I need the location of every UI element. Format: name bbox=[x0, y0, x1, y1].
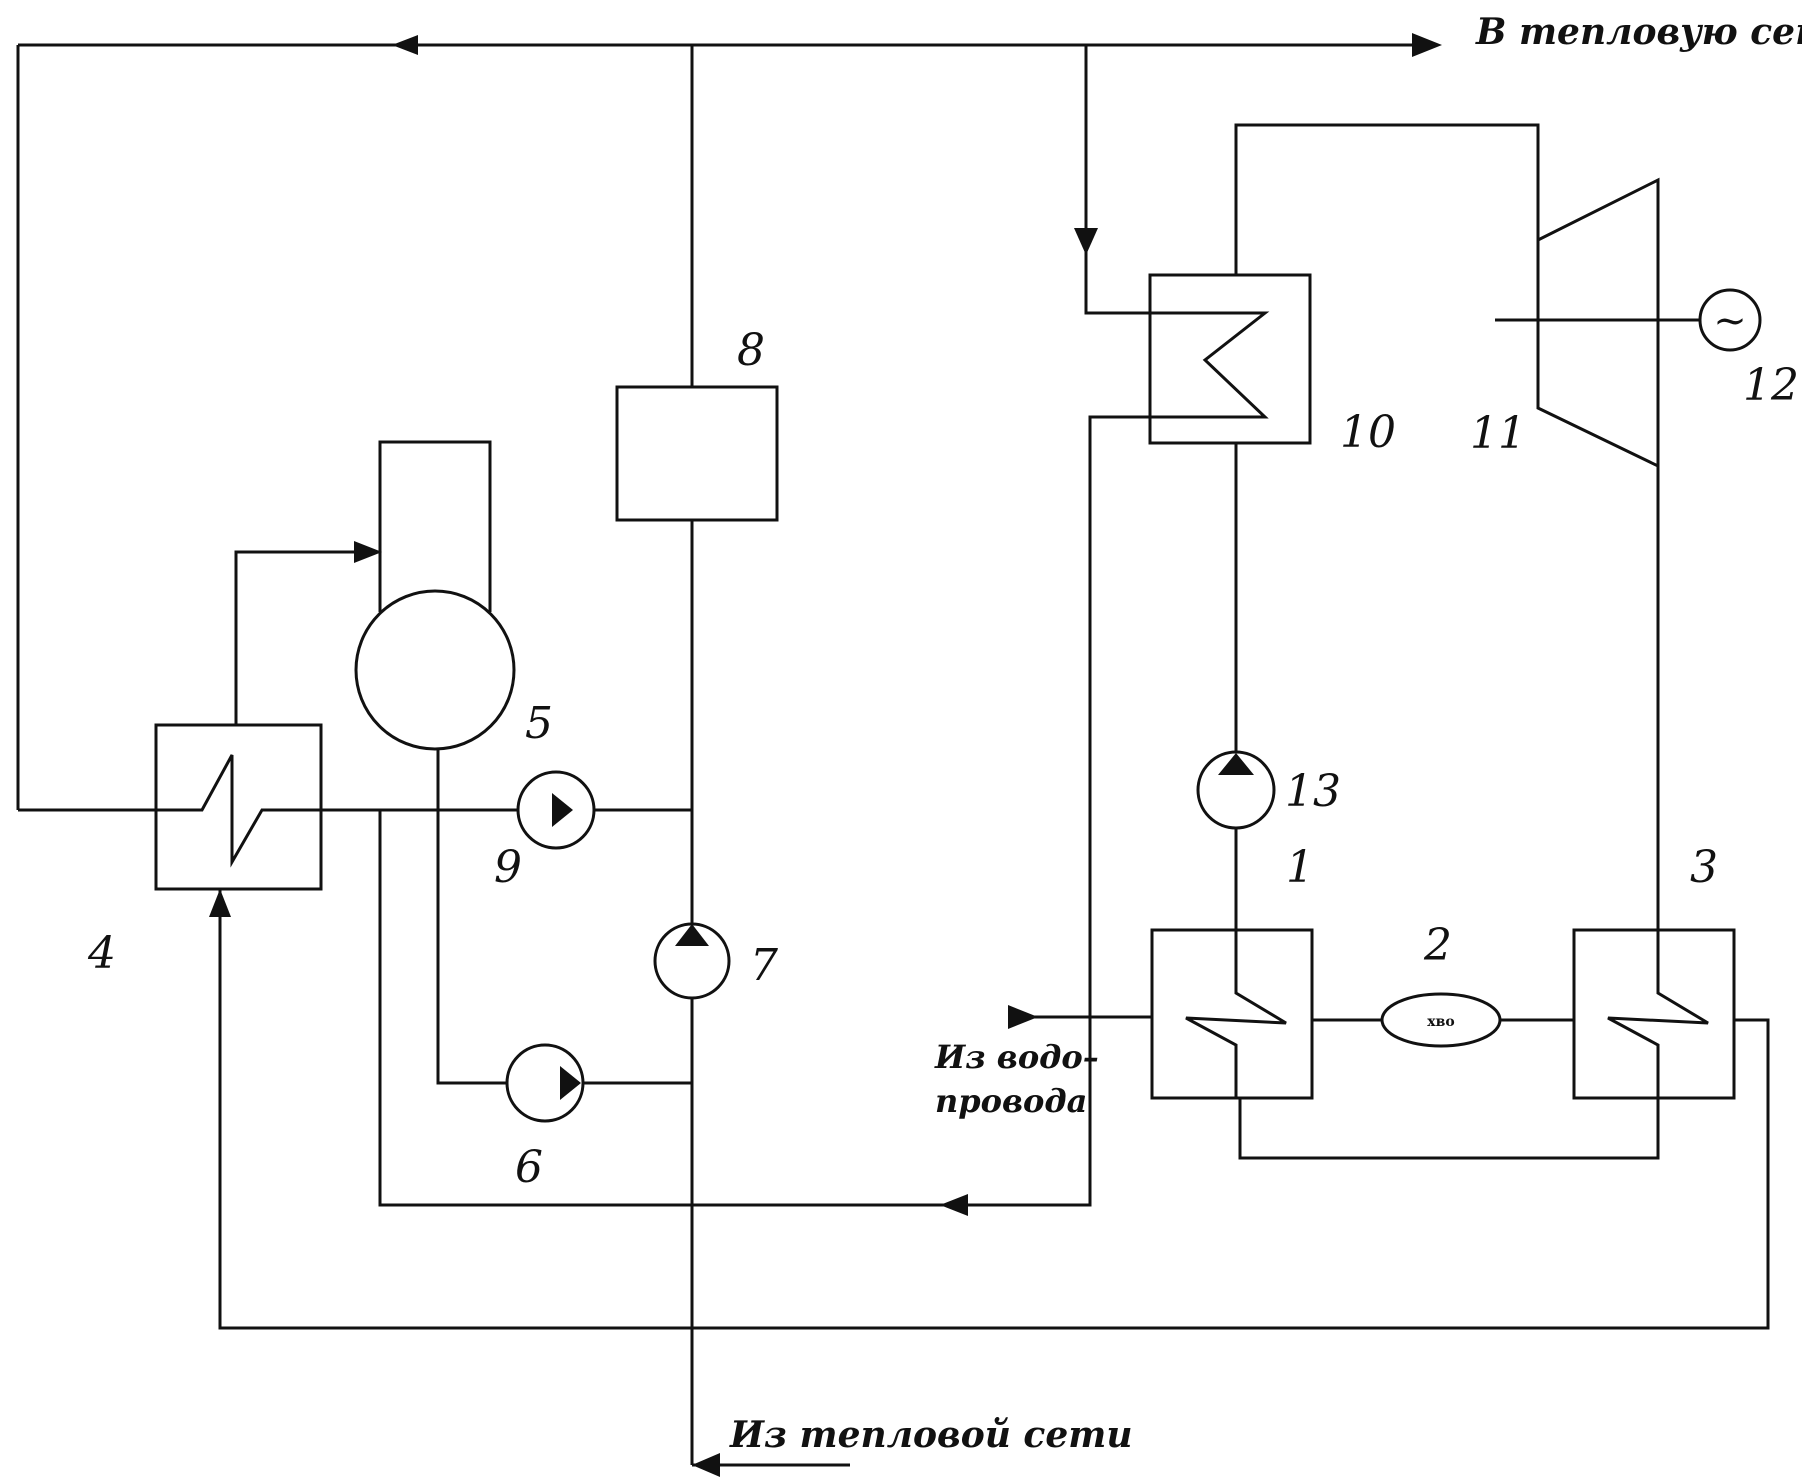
exchanger-coil-1 bbox=[1185, 930, 1287, 1098]
label-2: 2 bbox=[1423, 920, 1452, 971]
arrow-left-icon bbox=[392, 35, 418, 55]
exchanger-coil-3 bbox=[1238, 466, 1709, 1160]
pipe-10-return bbox=[378, 415, 1150, 1207]
label-from-water-supply-2: провода bbox=[935, 1082, 1087, 1120]
element-4-heat-exchanger bbox=[154, 723, 323, 891]
label-to-heat-network: В тепловую сеть bbox=[1475, 11, 1802, 53]
label-7: 7 bbox=[750, 940, 778, 991]
element-8-peak-boiler bbox=[615, 385, 779, 522]
label-1: 1 bbox=[1286, 842, 1314, 893]
label-6: 6 bbox=[515, 1142, 543, 1193]
arrow-right-icon bbox=[1412, 33, 1442, 57]
element-11-turbine bbox=[1536, 177, 1660, 469]
label-13: 13 bbox=[1285, 766, 1341, 817]
exchanger-coil-4 bbox=[156, 754, 321, 868]
element-10-condenser bbox=[1148, 273, 1312, 445]
element-3-evaporator bbox=[1572, 928, 1736, 1100]
label-11: 11 bbox=[1470, 408, 1526, 459]
label-4: 4 bbox=[87, 928, 116, 979]
pipe-10-to-11 bbox=[1234, 123, 1540, 275]
arrow-left-icon bbox=[692, 1453, 720, 1477]
pipe-3-to-4 bbox=[218, 889, 1770, 1330]
label-10: 10 bbox=[1340, 407, 1396, 458]
label-12: 12 bbox=[1743, 360, 1799, 411]
pump-triangle-icon bbox=[675, 924, 709, 946]
arrow-down-icon bbox=[1074, 228, 1098, 255]
generator-tilde-icon: ~ bbox=[1713, 298, 1747, 344]
supply-header bbox=[16, 33, 1442, 812]
pump-triangle-icon bbox=[560, 1066, 581, 1100]
label-from-water-supply-1: Из водо– bbox=[934, 1038, 1099, 1076]
arrow-left-icon bbox=[940, 1194, 968, 1216]
pipe-4-to-5 bbox=[234, 550, 380, 725]
exchanger-coil-10 bbox=[1150, 311, 1270, 419]
element-5-stack bbox=[378, 440, 492, 612]
pipe-header-to-10 bbox=[1084, 45, 1150, 315]
element-12-generator bbox=[1698, 288, 1762, 352]
central-riser bbox=[690, 45, 850, 1477]
pump-triangle-icon bbox=[1218, 753, 1254, 775]
arrow-right-icon bbox=[354, 541, 382, 563]
label-9: 9 bbox=[494, 842, 522, 893]
label-hvo: хво bbox=[1427, 1014, 1454, 1030]
pipe-5-to-6 bbox=[436, 749, 508, 1085]
label-3: 3 bbox=[1690, 842, 1718, 893]
label-5: 5 bbox=[525, 698, 553, 749]
element-1-heat-exchanger bbox=[1150, 928, 1314, 1100]
arrow-up-icon bbox=[209, 889, 231, 917]
pump-triangle-icon bbox=[552, 793, 573, 827]
label-8: 8 bbox=[737, 325, 765, 376]
label-from-heat-network: Из тепловой сети bbox=[729, 1414, 1133, 1456]
element-5-vessel bbox=[354, 589, 516, 751]
arrow-right-icon bbox=[1008, 1005, 1038, 1029]
